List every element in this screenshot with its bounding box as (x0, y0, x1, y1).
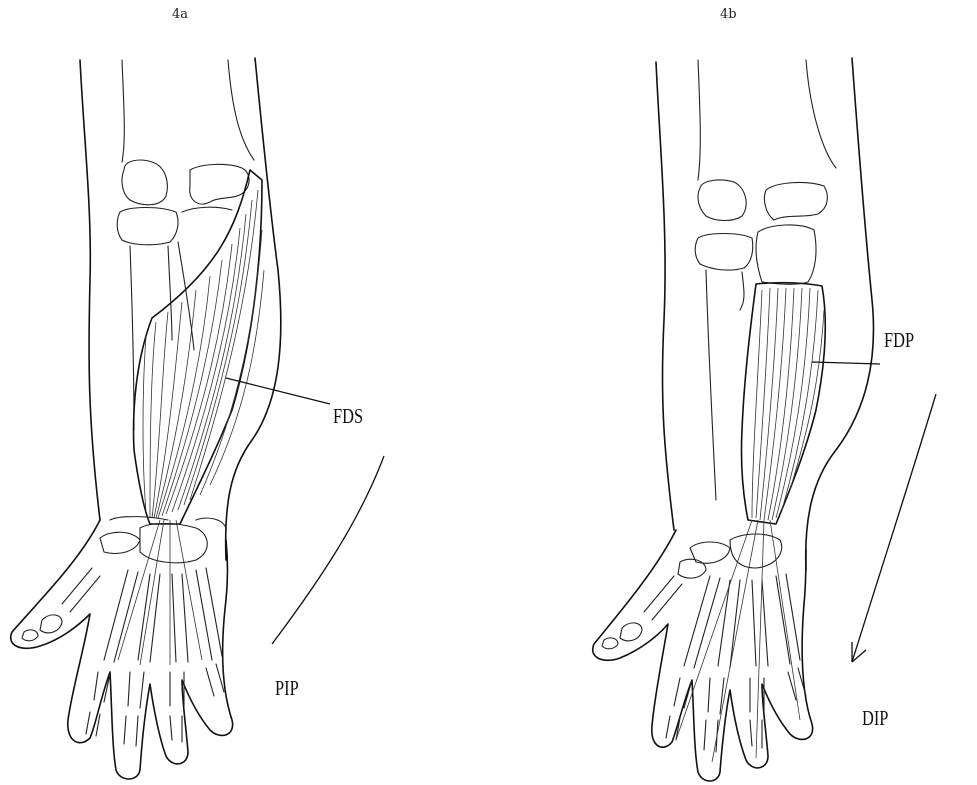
forearm-outline-4b (656, 58, 874, 570)
fds-muscle-4a (134, 170, 330, 524)
fdp-fibers-4b (752, 288, 824, 520)
elbow-bones-4b (695, 180, 827, 500)
fdp-leader-line (812, 362, 880, 364)
forearm-outline-4a (80, 58, 281, 560)
panel-4a (11, 58, 384, 779)
pip-flexion-arc (272, 456, 384, 644)
carpals-4b (678, 534, 782, 578)
finger-bones-4a (22, 520, 224, 746)
panel-4b (593, 58, 936, 781)
hand-outline-4a (11, 520, 233, 779)
fdp-muscle-4b (741, 283, 880, 524)
hand-outline-4b (593, 530, 813, 781)
carpals-4a (100, 517, 226, 563)
dip-flexion-arrow (852, 394, 936, 662)
finger-bones-4b (602, 520, 806, 762)
